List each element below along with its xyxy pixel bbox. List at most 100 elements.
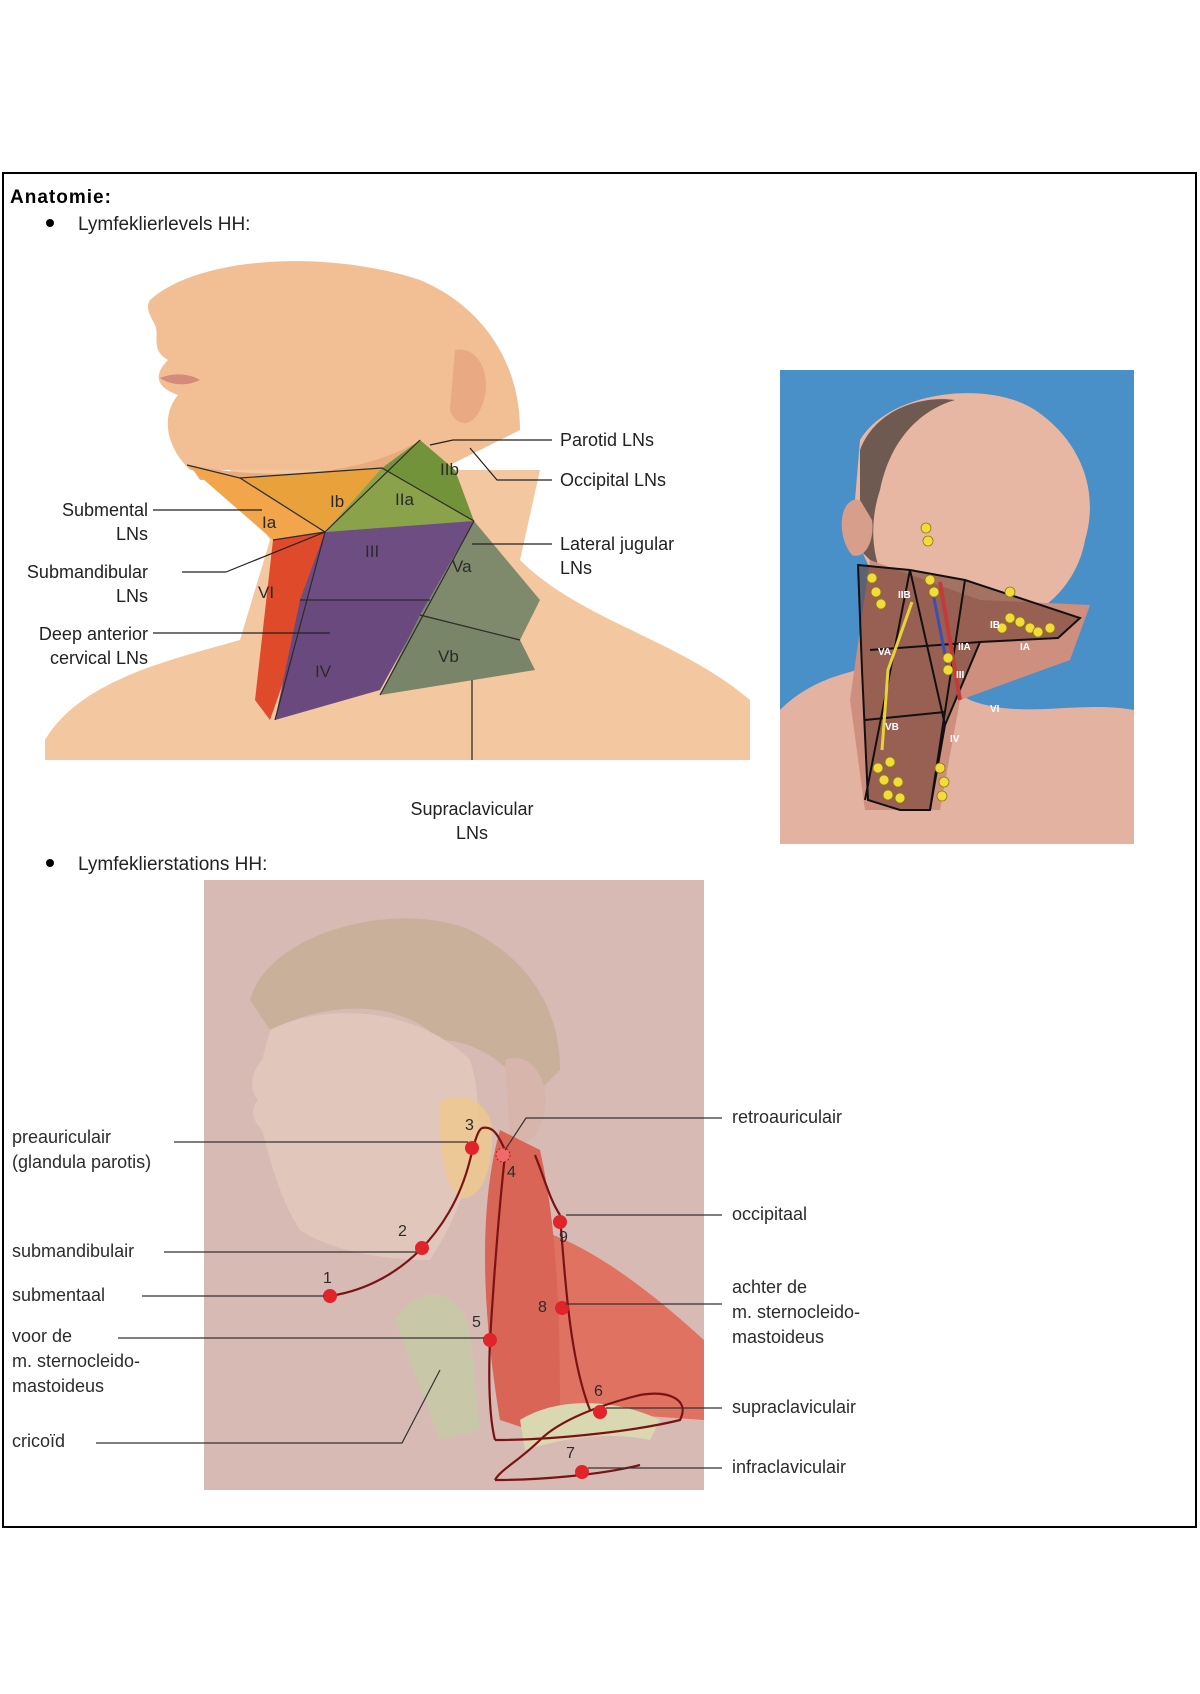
bullet-stations: Lymfeklierstations HH: — [46, 854, 267, 876]
head-skin — [147, 261, 520, 470]
station-node-1 — [323, 1289, 337, 1303]
region-va-label: Va — [452, 557, 472, 576]
label-achter-line3: mastoideus — [732, 1327, 825, 1347]
photo-region-iii: III — [956, 670, 965, 681]
region-vb — [380, 615, 535, 695]
station-node-3 — [465, 1141, 479, 1155]
photo-region-ia: IA — [1020, 642, 1030, 653]
stations-trapezius — [540, 1230, 704, 1420]
label-achter-line2: m. sternocleido- — [732, 1302, 861, 1322]
stations-lymph-path — [329, 1126, 684, 1482]
region-ib — [240, 468, 382, 532]
label-preauriculair-line1: preauriculair — [12, 1127, 112, 1147]
bullet-dot-icon — [46, 218, 54, 227]
stations-ear — [505, 1058, 546, 1144]
photo-region-vi: VI — [990, 704, 1000, 715]
photo-region-va: VA — [878, 647, 891, 658]
stations-scm — [485, 1130, 560, 1440]
label-supraclavicular-line1: Supraclavicular — [410, 799, 534, 819]
region-iib-label: IIb — [440, 460, 459, 479]
region-iii — [300, 521, 474, 600]
neck-levels-illustration: Ia Ib IIa IIb III Va VI IV Vb — [45, 261, 750, 760]
stations-hair — [250, 918, 560, 1100]
region-va — [420, 521, 540, 640]
label-submentaal: submentaal — [12, 1285, 106, 1305]
station-node-9 — [553, 1215, 567, 1229]
section-heading: Anatomie: — [10, 187, 112, 208]
region-ia-label: Ia — [262, 513, 277, 532]
label-infraclaviculair: infraclaviculair — [732, 1457, 847, 1477]
station-nodes — [323, 1141, 607, 1479]
region-ia — [187, 465, 325, 540]
label-submandibular: Submandibular LNs — [8, 560, 148, 608]
bullet-dot-icon — [46, 858, 54, 867]
label-submental: Submental LNs — [40, 498, 148, 546]
station-number-3: 3 — [465, 1117, 474, 1134]
station-number-1: 1 — [323, 1270, 332, 1287]
photo-region-vb: VB — [885, 722, 899, 733]
bullet-levels-text: Lymfeklierlevels HH: — [78, 214, 251, 235]
label-retroauriculair: retroauriculair — [732, 1107, 843, 1127]
region-iia — [325, 455, 474, 532]
label-submandibular-line1: Submandibular — [26, 562, 148, 582]
label-preauriculair: preauriculair (glandula parotis) — [12, 1125, 151, 1175]
station-node-4 — [495, 1147, 511, 1163]
photo-hair-back — [860, 399, 955, 570]
label-preauriculair-line2: (glandula parotis) — [12, 1152, 152, 1172]
photo-vessel-red — [938, 581, 962, 701]
station-number-9: 9 — [559, 1229, 568, 1246]
region-ib-label: Ib — [330, 492, 344, 511]
station-number-2: 2 — [398, 1223, 407, 1240]
station-number-8: 8 — [538, 1299, 547, 1316]
station-number-4: 4 — [507, 1164, 516, 1181]
photo-region-ib: IB — [990, 620, 1000, 631]
label-achter-line1: achter de — [732, 1277, 808, 1297]
bullet-levels: Lymfeklierlevels HH: — [46, 214, 250, 236]
region-vi-label: VI — [258, 583, 274, 602]
lymph-stations-illustration: 1 2 3 4 5 6 7 8 9 — [96, 880, 722, 1490]
station-number-7: 7 — [566, 1445, 575, 1462]
photo-nerve-yellow — [880, 601, 914, 751]
label-supraclavicular-line2: LNs — [455, 823, 488, 843]
label-supraclavicular: Supraclavicular LNs — [392, 797, 552, 845]
label-lateral-jugular: Lateral jugular LNs — [560, 532, 674, 580]
photo-region-iib: IIB — [898, 590, 911, 601]
photo-lymph-nodes — [866, 522, 1056, 804]
station-node-2 — [415, 1241, 429, 1255]
label-achter-de-scm: achter de m. sternocleido- mastoideus — [732, 1275, 860, 1350]
label-voor-line3: mastoideus — [12, 1376, 105, 1396]
label-occipitaal: occipitaal — [732, 1204, 808, 1224]
neck-photo-levels: IIB VA IIA III VB IV VI IB IA — [780, 370, 1134, 844]
label-submental-line2: LNs — [115, 524, 148, 544]
ear-skin — [450, 349, 486, 424]
lips — [160, 374, 200, 385]
label-occipital: Occipital LNs — [560, 470, 667, 490]
photo-levels-overlay — [856, 563, 1082, 811]
label-voor-line1: voor de — [12, 1326, 73, 1346]
station-node-6 — [593, 1405, 607, 1419]
label-lateral-jugular-line2: LNs — [560, 558, 593, 578]
label-deep-anterior: Deep anterior cervical LNs — [8, 622, 148, 670]
label-lateral-jugular-line1: Lateral jugular — [560, 534, 675, 554]
label-voor-de-scm: voor de m. sternocleido- mastoideus — [12, 1324, 140, 1399]
region-iii-label: III — [365, 542, 379, 561]
label-deep-anterior-line1: Deep anterior — [38, 624, 148, 644]
photo-region-iv: IV — [950, 734, 960, 745]
label-parotid: Parotid LNs — [560, 430, 655, 450]
label-submandibular-line2: LNs — [115, 586, 148, 606]
label-cricoid: cricoïd — [12, 1431, 66, 1451]
station-node-5 — [483, 1333, 497, 1347]
region-iv-label: IV — [315, 662, 332, 681]
station-node-8 — [555, 1301, 569, 1315]
region-iia-label: IIa — [395, 490, 414, 509]
stations-face — [252, 1013, 478, 1260]
label-submandibulair: submandibulair — [12, 1241, 135, 1261]
region-iv — [275, 600, 430, 720]
station-number-5: 5 — [472, 1314, 481, 1331]
station-node-7 — [575, 1465, 589, 1479]
bullet-stations-text: Lymfeklierstations HH: — [78, 854, 268, 875]
region-iib — [382, 440, 474, 521]
label-voor-line2: m. sternocleido- — [12, 1351, 141, 1371]
photo-region-iia: IIA — [958, 642, 971, 653]
region-vb-label: Vb — [438, 647, 459, 666]
